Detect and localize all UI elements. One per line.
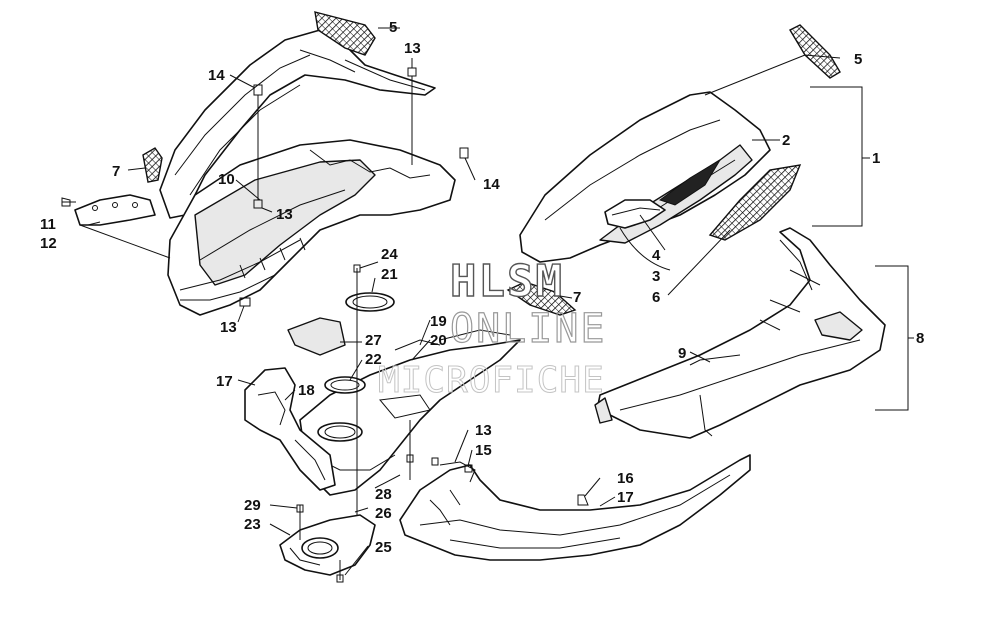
lower-pan-assembly [279, 504, 376, 583]
bracket-12 [74, 194, 156, 226]
belly-pan [399, 454, 751, 561]
leader-lines [62, 27, 914, 576]
callout-3: 3 [652, 268, 660, 285]
callout-13-lower-left: 13 [220, 319, 237, 336]
callout-25: 25 [375, 539, 392, 556]
callout-2: 2 [782, 132, 790, 149]
callout-6: 6 [652, 289, 660, 306]
callout-17-left: 17 [216, 373, 233, 390]
hood-scoop [604, 199, 666, 229]
top-vent-grille [314, 11, 376, 56]
callout-9: 9 [678, 345, 686, 362]
callout-20: 20 [430, 332, 447, 349]
callout-28: 28 [375, 486, 392, 503]
watermark-line-3: MICROFICHE [378, 360, 605, 401]
callout-27: 27 [365, 332, 382, 349]
callout-8: 8 [916, 330, 924, 347]
callout-7-left: 7 [112, 163, 120, 180]
callout-21: 21 [381, 266, 398, 283]
watermark-line-2: ONLINE [450, 306, 607, 352]
callout-13-upper: 13 [404, 40, 421, 57]
side-panel-vent [814, 311, 863, 341]
dash-plate [287, 317, 346, 356]
callout-19: 19 [430, 313, 447, 330]
side-panel-assembly [594, 227, 886, 439]
callout-16: 16 [617, 470, 634, 487]
dash-bracket-left [244, 367, 336, 491]
side-panel [597, 227, 886, 439]
hood-side-vent [708, 164, 802, 241]
callout-1: 1 [872, 150, 880, 167]
callout-11: 11 [40, 216, 56, 233]
callout-10: 10 [218, 171, 235, 188]
callout-12: 12 [40, 235, 57, 252]
watermark-line-1: HLSM [450, 256, 564, 307]
callout-18: 18 [298, 382, 315, 399]
hood-top-vent [789, 24, 841, 79]
callout-5-right: 5 [854, 51, 862, 68]
callout-23: 23 [244, 516, 261, 533]
callout-7-center: 7 [573, 289, 581, 306]
upper-frame-arm [159, 29, 436, 219]
center-vent [506, 281, 577, 316]
callout-24: 24 [381, 246, 398, 263]
callout-5-upper-left: 5 [389, 19, 397, 36]
callout-22: 22 [365, 351, 382, 368]
watermark: HLSM ONLINE MICROFICHE [378, 255, 607, 401]
hood-frame-assembly [61, 11, 469, 316]
callout-4: 4 [652, 247, 661, 264]
dash-panel [299, 339, 521, 496]
hood-assembly [506, 24, 841, 316]
callout-14-right: 14 [483, 176, 500, 193]
belly-pan-assembly [399, 454, 751, 561]
hood-shell [519, 91, 771, 263]
dash-console-assembly [244, 264, 521, 520]
callout-13-mid: 13 [276, 206, 293, 223]
side-vent-left [142, 147, 163, 183]
callout-26: 26 [375, 505, 392, 522]
callout-labels: 5 13 14 7 10 11 12 13 14 13 5 2 1 4 3 6 … [40, 19, 924, 556]
callout-15: 15 [475, 442, 492, 459]
callout-29: 29 [244, 497, 261, 514]
callout-17-right: 17 [617, 489, 634, 506]
callout-14-left: 14 [208, 67, 225, 84]
callout-13-lower: 13 [475, 422, 492, 439]
